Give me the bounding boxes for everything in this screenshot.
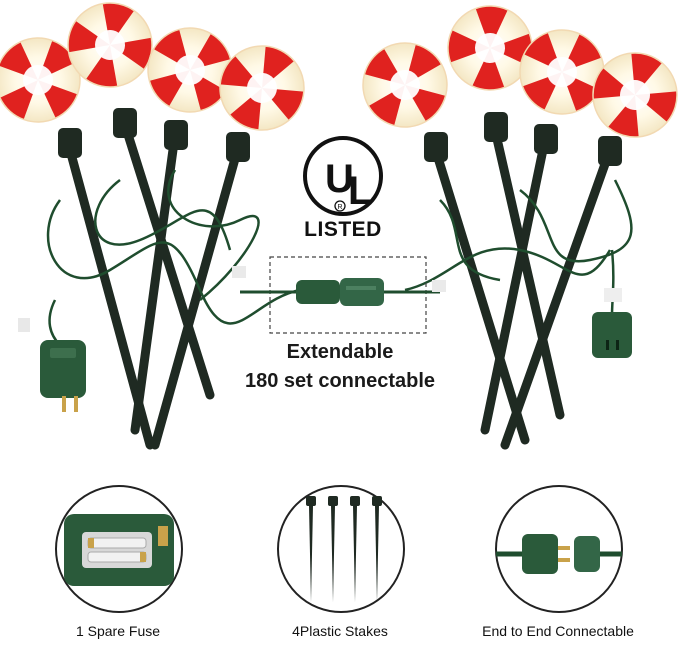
right-bulbs xyxy=(352,0,679,142)
left-bulbs xyxy=(0,0,309,135)
feature-spare-fuse: 1 Spare Fuse xyxy=(18,470,218,645)
feature-stakes: 4Plastic Stakes xyxy=(240,470,440,645)
svg-text:L: L xyxy=(348,169,372,213)
inline-connector-icon xyxy=(296,278,384,306)
two-prong-plug-icon xyxy=(18,318,86,412)
extendable-label: Extendable xyxy=(286,341,394,363)
feature-caption-stakes: 4Plastic Stakes xyxy=(292,623,388,639)
connectable-label: 180 set connectable xyxy=(244,370,436,392)
connector-highlight-box xyxy=(269,256,427,334)
ul-listed-label: LISTED xyxy=(304,218,382,241)
feature-caption-connectable: End to End Connectable xyxy=(482,623,634,639)
end-to-end-connector-icon xyxy=(495,485,623,613)
svg-text:R: R xyxy=(338,204,343,211)
svg-text:U: U xyxy=(325,157,354,201)
end-socket-icon xyxy=(592,288,632,358)
spare-fuse-icon xyxy=(55,485,183,613)
right-stake-group xyxy=(430,125,615,450)
feature-caption-fuse: 1 Spare Fuse xyxy=(75,623,161,639)
plastic-stakes-icon xyxy=(277,485,405,613)
ul-listed-logo-icon: U L R xyxy=(303,136,383,216)
peppermint-lights-illustration xyxy=(0,0,679,450)
left-stake-group xyxy=(65,120,243,450)
feature-end-to-end: End to End Connectable xyxy=(458,470,658,645)
